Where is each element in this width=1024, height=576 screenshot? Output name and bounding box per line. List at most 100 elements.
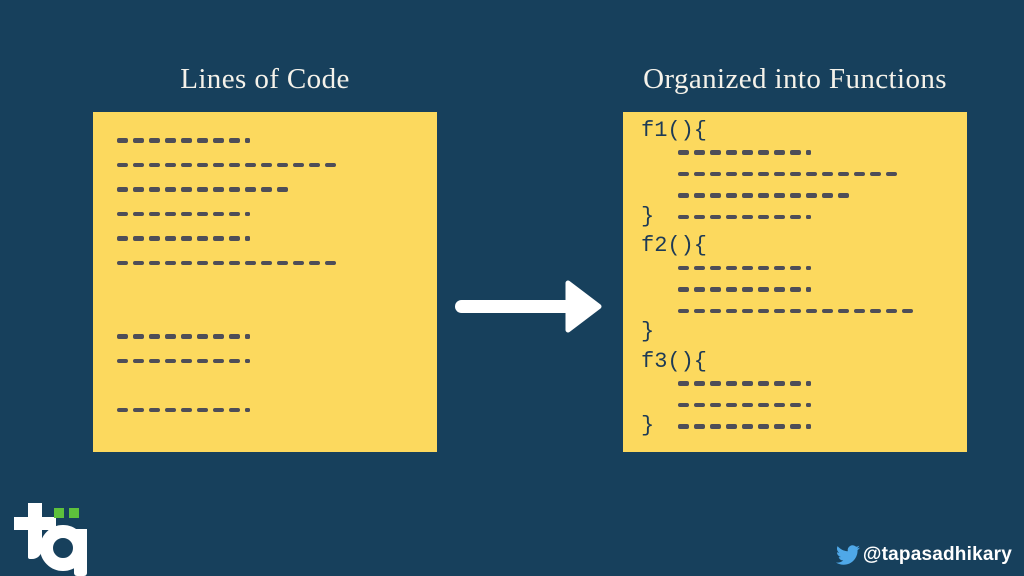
dash-stroke bbox=[197, 407, 208, 412]
dash-stroke bbox=[726, 287, 737, 292]
dash-stroke-group bbox=[678, 214, 811, 219]
dash-stroke bbox=[165, 162, 176, 167]
dash-line bbox=[117, 398, 437, 423]
dash-stroke bbox=[229, 334, 240, 339]
dash-stroke bbox=[325, 260, 336, 265]
dash-stroke bbox=[133, 138, 144, 143]
code-line: f1(){ bbox=[641, 119, 967, 142]
dash-stroke bbox=[245, 162, 256, 167]
right-panel-title: Organized into Functions bbox=[643, 63, 947, 95]
dash-stroke bbox=[790, 308, 801, 313]
dash-stroke bbox=[742, 287, 753, 292]
dash-stroke bbox=[213, 187, 224, 192]
code-token: } bbox=[641, 413, 655, 439]
dash-stroke bbox=[790, 402, 801, 407]
dash-stroke bbox=[117, 260, 128, 265]
dash-stroke-group bbox=[117, 334, 250, 339]
dash-stroke bbox=[902, 308, 913, 313]
dash-stroke-group bbox=[117, 187, 293, 192]
dash-stroke bbox=[149, 334, 160, 339]
dash-stroke bbox=[213, 407, 224, 412]
dash-stroke-group bbox=[678, 308, 918, 313]
dash-stroke bbox=[678, 171, 689, 176]
dash-stroke bbox=[197, 260, 208, 265]
statement-dot bbox=[806, 265, 811, 270]
dash-line bbox=[117, 251, 437, 276]
dash-stroke bbox=[694, 193, 705, 198]
blank-line bbox=[117, 300, 437, 325]
dash-stroke bbox=[694, 308, 705, 313]
dash-stroke bbox=[710, 381, 721, 386]
dash-stroke bbox=[710, 402, 721, 407]
dash-stroke bbox=[149, 187, 160, 192]
dash-stroke bbox=[774, 150, 785, 155]
dash-stroke bbox=[758, 287, 769, 292]
code-line: f3(){ bbox=[641, 350, 967, 373]
dash-stroke bbox=[694, 381, 705, 386]
dash-stroke bbox=[165, 138, 176, 143]
dash-stroke bbox=[133, 260, 144, 265]
dash-stroke bbox=[790, 171, 801, 176]
dash-stroke bbox=[229, 138, 240, 143]
dash-stroke bbox=[758, 150, 769, 155]
dash-stroke bbox=[229, 260, 240, 265]
dash-stroke bbox=[678, 150, 689, 155]
code-line: f2(){ bbox=[641, 235, 967, 258]
twitter-handle: @tapasadhikary bbox=[862, 544, 1012, 565]
dash-stroke bbox=[117, 187, 128, 192]
dash-stroke-group bbox=[678, 402, 811, 407]
dash-stroke bbox=[774, 402, 785, 407]
dash-stroke bbox=[806, 308, 817, 313]
lines-of-code-panel bbox=[93, 112, 437, 452]
dash-stroke bbox=[774, 265, 785, 270]
dash-stroke bbox=[181, 260, 192, 265]
dash-stroke bbox=[213, 358, 224, 363]
statement-dot bbox=[245, 358, 250, 363]
dash-stroke bbox=[678, 402, 689, 407]
dash-stroke bbox=[197, 358, 208, 363]
dash-stroke bbox=[213, 211, 224, 216]
dash-stroke bbox=[790, 381, 801, 386]
dash-stroke bbox=[117, 407, 128, 412]
dash-stroke bbox=[229, 358, 240, 363]
dash-line bbox=[641, 300, 967, 322]
dash-stroke bbox=[293, 162, 304, 167]
dash-stroke bbox=[277, 187, 288, 192]
code-line: } bbox=[641, 321, 967, 344]
dash-stroke bbox=[790, 193, 801, 198]
dash-stroke bbox=[790, 214, 801, 219]
dash-stroke bbox=[710, 171, 721, 176]
dash-stroke bbox=[309, 162, 320, 167]
dash-stroke-group bbox=[678, 424, 811, 429]
dash-stroke bbox=[229, 211, 240, 216]
statement-dot bbox=[806, 424, 811, 429]
dash-stroke bbox=[117, 162, 128, 167]
dash-stroke bbox=[181, 236, 192, 241]
logo-letter-a-stem bbox=[74, 529, 87, 576]
dash-stroke bbox=[165, 211, 176, 216]
dash-stroke bbox=[197, 236, 208, 241]
dash-stroke bbox=[806, 193, 817, 198]
dash-stroke bbox=[694, 287, 705, 292]
dash-stroke bbox=[229, 162, 240, 167]
dash-line bbox=[641, 279, 967, 301]
dash-stroke bbox=[117, 334, 128, 339]
dash-stroke bbox=[694, 265, 705, 270]
dash-stroke bbox=[790, 150, 801, 155]
dash-stroke-group bbox=[678, 287, 811, 292]
dash-stroke-group bbox=[117, 358, 250, 363]
dash-stroke bbox=[133, 187, 144, 192]
dash-stroke bbox=[213, 162, 224, 167]
dash-stroke bbox=[213, 260, 224, 265]
dash-stroke-group bbox=[678, 171, 902, 176]
left-panel-title: Lines of Code bbox=[180, 63, 350, 95]
dash-stroke bbox=[213, 236, 224, 241]
dash-stroke bbox=[790, 265, 801, 270]
dash-stroke bbox=[774, 308, 785, 313]
dash-stroke bbox=[886, 171, 897, 176]
dash-stroke bbox=[742, 171, 753, 176]
dash-stroke bbox=[726, 171, 737, 176]
dash-stroke bbox=[181, 358, 192, 363]
dash-stroke bbox=[822, 171, 833, 176]
dash-stroke bbox=[678, 287, 689, 292]
